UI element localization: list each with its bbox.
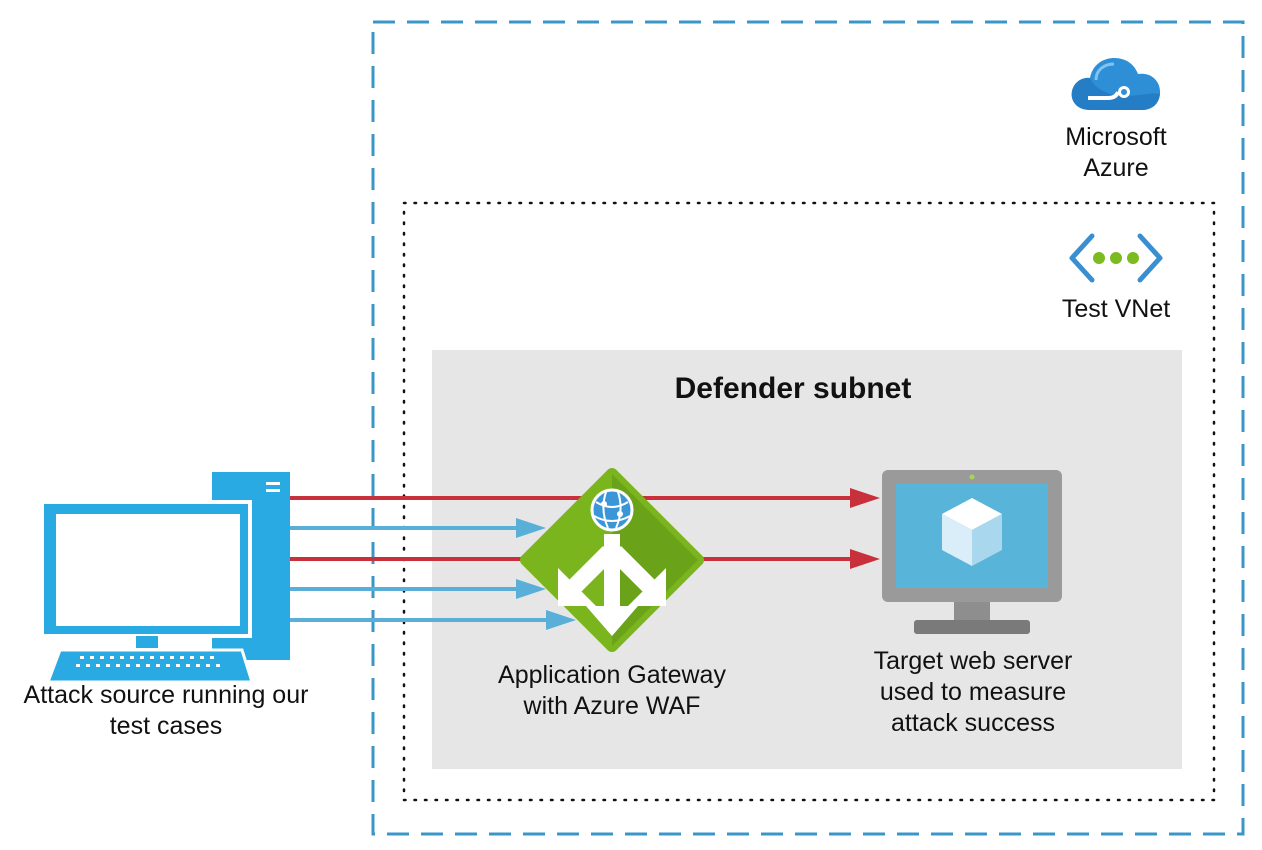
bypass-arrowhead-2 [850,549,880,569]
blocked-arrowhead-1 [516,518,546,538]
vnet-icon [1069,233,1163,283]
attacker-label: Attack source running our test cases [23,681,309,740]
blocked-arrowhead-2 [516,579,546,599]
vnet-label: Test VNet [1061,295,1171,323]
target-label: Target web server used to measure attack… [873,647,1073,737]
subnet-title: Defender subnet [674,372,912,405]
app-gateway-icon [520,468,704,652]
vm-monitor-icon [882,470,1062,634]
blocked-arrowhead-3 [546,610,576,630]
bypass-arrowhead-1 [850,488,880,508]
cloud-icon [1071,58,1161,110]
gateway-label: Application Gateway with Azure WAF [498,661,726,720]
azure-label: Microsoft Azure [1065,123,1167,182]
computer-icon [40,472,290,684]
